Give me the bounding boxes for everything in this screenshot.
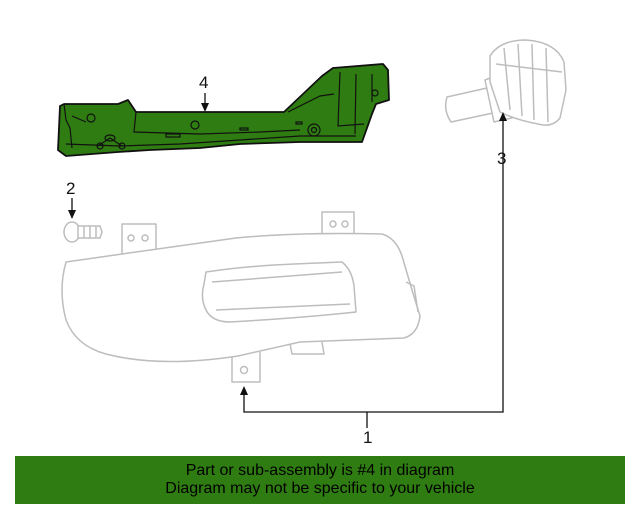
callout-foglamp: 1 (363, 428, 372, 447)
footer-line-1: Part or sub-assembly is #4 in diagram (185, 462, 455, 479)
footer-line-2: Diagram may not be specific to your vehi… (165, 480, 475, 497)
bulb-socket (489, 39, 567, 126)
leader-arrowheads (68, 103, 507, 395)
arrow-to-bracket (201, 103, 209, 112)
bulb-part[interactable] (444, 39, 567, 126)
foglamp-mount-tab-bottom (231, 350, 261, 383)
footer-banner: Part or sub-assembly is #4 in diagram Di… (15, 456, 625, 504)
callout-bulb: 3 (497, 149, 506, 168)
foglamp-housing (61, 232, 421, 363)
bracket-part[interactable] (57, 63, 390, 157)
bracket-details (63, 71, 379, 150)
foglamp-tab-bottom-right (289, 341, 325, 355)
foglamp-mount-tab-left (121, 223, 157, 258)
foglamp-lens (201, 261, 357, 323)
bulb-ribs (495, 43, 563, 123)
bolt-thread (83, 226, 97, 238)
callout-bracket: 4 (199, 73, 208, 92)
callout-bolt: 2 (66, 179, 75, 198)
arrow-to-foglamp (240, 386, 248, 395)
parts-diagram: 4 2 3 1 (57, 39, 567, 447)
foglamp-part[interactable] (61, 211, 421, 383)
arrow-to-bolt (68, 210, 76, 219)
foglamp-lens-inner (211, 271, 351, 311)
bracket-outline (57, 63, 390, 157)
foglamp-end-cap (405, 281, 419, 313)
arrow-to-bulb (499, 112, 507, 121)
bulb-glass (444, 87, 494, 123)
bolt-part[interactable] (63, 221, 103, 243)
